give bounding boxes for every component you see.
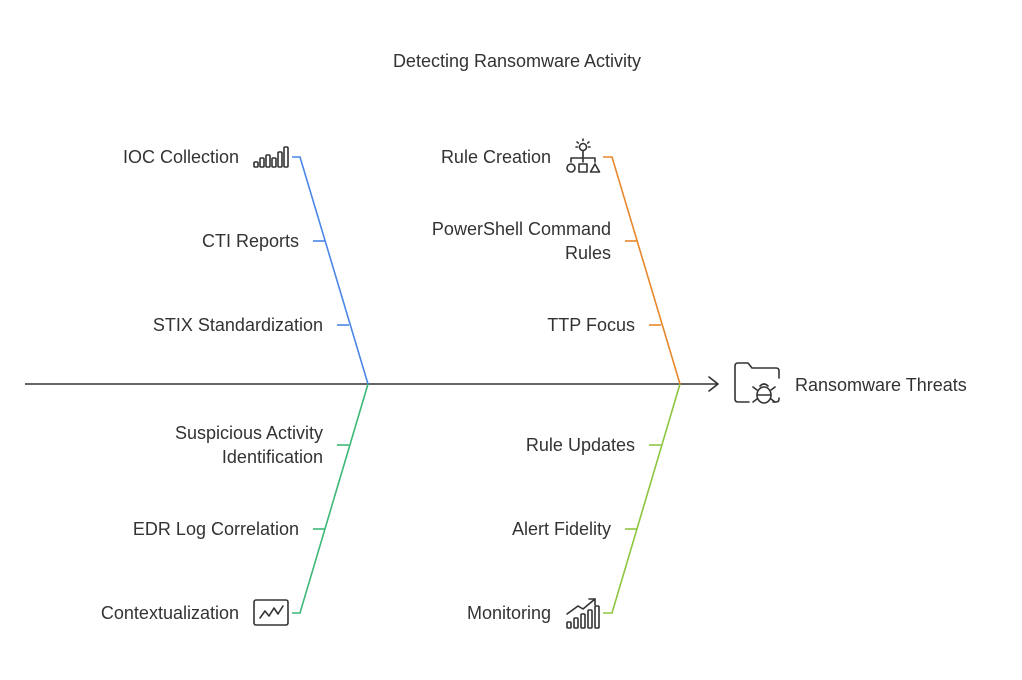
cause-label-line: PowerShell Command <box>432 219 611 239</box>
lightbulb-shapes-icon <box>566 138 601 173</box>
bar-chart-icon <box>253 146 289 168</box>
cause-label-line: Identification <box>222 447 323 467</box>
cause-label: TTP Focus <box>547 315 635 335</box>
cause-label: IOC Collection <box>123 147 239 167</box>
cause-label: Contextualization <box>101 603 239 623</box>
folder-bug-icon <box>734 362 780 404</box>
line-chart-icon <box>253 599 289 626</box>
head-label: Ransomware Threats <box>795 375 967 395</box>
branch-upper-left: IOC Collection CTI Reports STIX Standard… <box>123 146 369 385</box>
spine-arrowhead <box>708 376 719 392</box>
cause-label: Rule Updates <box>526 435 635 455</box>
cause-label: Monitoring <box>467 603 551 623</box>
branch-line <box>292 383 369 614</box>
cause-label: Rule Creation <box>441 147 551 167</box>
branch-line <box>292 156 369 385</box>
branch-line <box>603 383 681 614</box>
branch-line <box>603 156 681 385</box>
cause-label: Alert Fidelity <box>512 519 611 539</box>
cause-label: CTI Reports <box>202 231 299 251</box>
growth-chart-icon <box>566 598 600 629</box>
cause-label: EDR Log Correlation <box>133 519 299 539</box>
cause-label-line: Suspicious Activity <box>175 423 323 443</box>
diagram-title: Detecting Ransomware Activity <box>393 51 641 71</box>
cause-label: STIX Standardization <box>153 315 323 335</box>
cause-label-line: Rules <box>565 243 611 263</box>
branch-lower-right: Rule Updates Alert Fidelity Monitoring <box>467 383 681 629</box>
